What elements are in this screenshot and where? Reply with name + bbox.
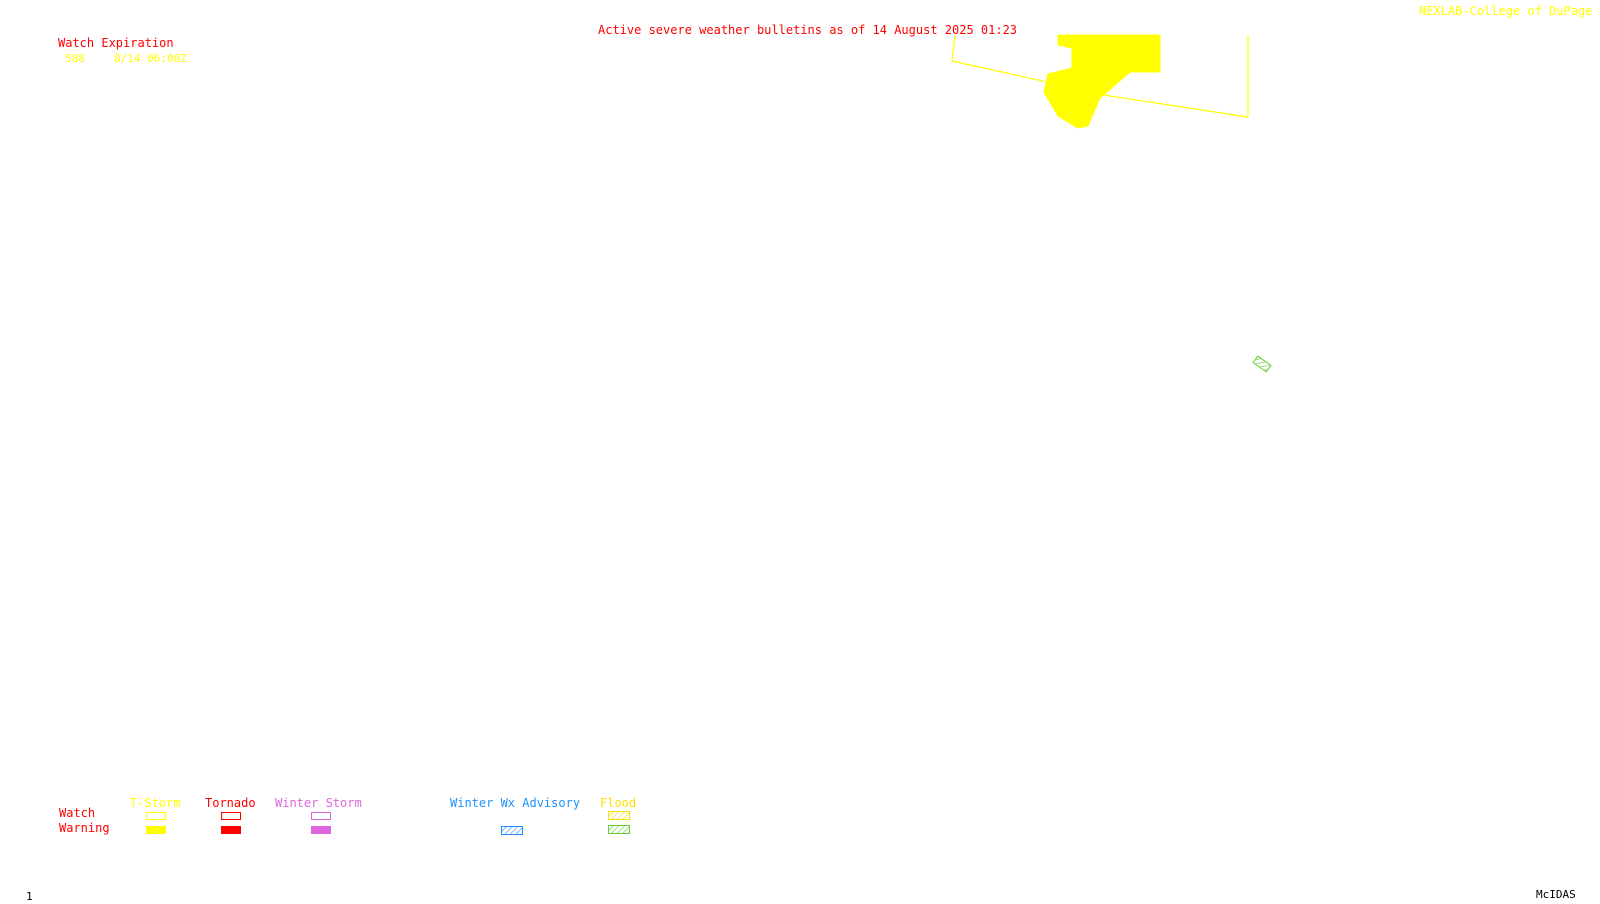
software-label: McIDAS <box>1536 888 1576 901</box>
legend-tornado-label: Tornado <box>205 796 256 810</box>
legend-tornado-warning-swatch <box>221 826 241 834</box>
legend-winter-storm-warning-swatch <box>311 826 331 834</box>
legend-warning-row-label: Warning <box>59 821 110 835</box>
legend-tornado-watch-swatch <box>221 812 241 820</box>
legend-flood-label: Flood <box>600 796 637 810</box>
tstorm-watch-outline <box>951 34 1249 118</box>
legend-tstorm-warning-swatch <box>146 826 166 834</box>
tstorm-warning-polygon <box>1043 34 1161 129</box>
legend-watch-row-label: Watch <box>59 806 96 820</box>
legend-tstorm-label: T-Storm <box>130 796 181 810</box>
bulletin-title: Active severe weather bulletins as of 14… <box>598 23 1018 37</box>
frame-number: 1 <box>26 890 33 903</box>
legend-flood-warning-swatch <box>608 825 630 834</box>
credit-label: NEXLAB-College of DuPage R <box>1419 4 1600 18</box>
legend-tstorm-watch-swatch <box>146 812 166 820</box>
watch-expiration-time: 8/14 06:00Z <box>114 52 187 65</box>
watch-expiration-heading: Watch Expiration <box>58 36 174 50</box>
legend-winter-advisory-warning-swatch <box>501 826 523 835</box>
watch-number: 588 <box>65 52 85 65</box>
legend-winter-storm-watch-swatch <box>311 812 331 820</box>
legend-winter-storm-label: Winter Storm <box>275 796 362 810</box>
legend-winter-advisory-label: Winter Wx Advisory <box>450 796 581 810</box>
flood-warning-polygon <box>1252 355 1272 373</box>
legend-flood-watch-swatch <box>608 811 630 820</box>
